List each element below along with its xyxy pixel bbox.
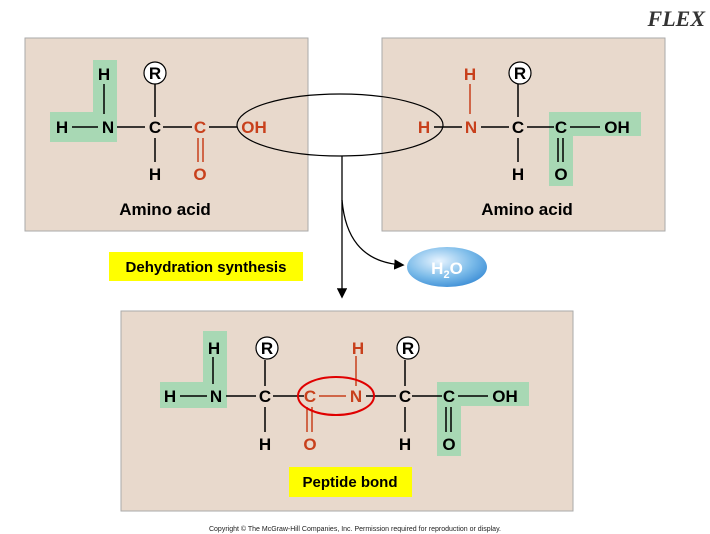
atom-c: C bbox=[259, 387, 271, 406]
atom-n: N bbox=[210, 387, 222, 406]
atom-c: C bbox=[555, 118, 567, 137]
r-group-circle bbox=[396, 336, 420, 360]
water-removal-ellipse bbox=[236, 93, 444, 157]
atom-h: H bbox=[512, 165, 524, 184]
atom-c: C bbox=[194, 118, 206, 137]
atom-h: H bbox=[164, 387, 176, 406]
amino-acid-left-panel: H R H N C C OH H O Amino acid bbox=[24, 37, 309, 232]
atom-oh: OH bbox=[492, 387, 518, 406]
atom-c: C bbox=[443, 387, 455, 406]
atom-h: H bbox=[399, 435, 411, 454]
peptide-bond-label: Peptide bond bbox=[303, 474, 398, 491]
svg-text:H2O: H2O bbox=[431, 259, 463, 281]
atom-h: H bbox=[56, 118, 68, 137]
atom-n: N bbox=[465, 118, 477, 137]
flex-logo: FLEX bbox=[647, 6, 707, 31]
water-release-arrow bbox=[341, 199, 405, 270]
atom-h: H bbox=[259, 435, 271, 454]
atom-c: C bbox=[399, 387, 411, 406]
dipeptide-panel: H R H N C H C O N H R C H C O OH Peptide… bbox=[120, 310, 574, 512]
atom-r: R bbox=[149, 64, 161, 83]
water-o: O bbox=[450, 259, 463, 278]
carboxyl-group-highlight-o bbox=[549, 112, 573, 186]
copyright-notice: Copyright © The McGraw-Hill Companies, I… bbox=[209, 525, 501, 533]
r-group-circle bbox=[508, 61, 532, 85]
amino-acid-label: Amino acid bbox=[481, 200, 573, 219]
r-group-circle bbox=[143, 61, 167, 85]
atom-r: R bbox=[514, 64, 526, 83]
peptide-bond-ellipse bbox=[297, 376, 375, 416]
atom-o: O bbox=[303, 435, 316, 454]
atom-h: H bbox=[352, 339, 364, 358]
atom-n: N bbox=[102, 118, 114, 137]
atom-c: C bbox=[149, 118, 161, 137]
dehydration-synthesis-label: Dehydration synthesis bbox=[126, 259, 287, 276]
atom-r: R bbox=[402, 339, 414, 358]
atom-c: C bbox=[512, 118, 524, 137]
amino-acid-label: Amino acid bbox=[119, 200, 211, 219]
amino-acid-right-panel: H R H N C C OH H O Amino acid bbox=[381, 37, 666, 232]
atom-oh: OH bbox=[604, 118, 630, 137]
atom-h: H bbox=[418, 118, 430, 137]
water-h: H bbox=[431, 259, 443, 278]
atom-r: R bbox=[261, 339, 273, 358]
atom-h: H bbox=[98, 65, 110, 84]
atom-o: O bbox=[554, 165, 567, 184]
r-group-circle bbox=[255, 336, 279, 360]
atom-c: C bbox=[304, 387, 316, 406]
atom-h: H bbox=[149, 165, 161, 184]
atom-h: H bbox=[208, 339, 220, 358]
atom-o: O bbox=[442, 435, 455, 454]
atom-n: N bbox=[350, 387, 362, 406]
atom-h: H bbox=[464, 65, 476, 84]
water-molecule: H2O bbox=[407, 247, 487, 287]
atom-o: O bbox=[193, 165, 206, 184]
atom-oh: OH bbox=[241, 118, 267, 137]
water-subscript: 2 bbox=[443, 269, 449, 281]
